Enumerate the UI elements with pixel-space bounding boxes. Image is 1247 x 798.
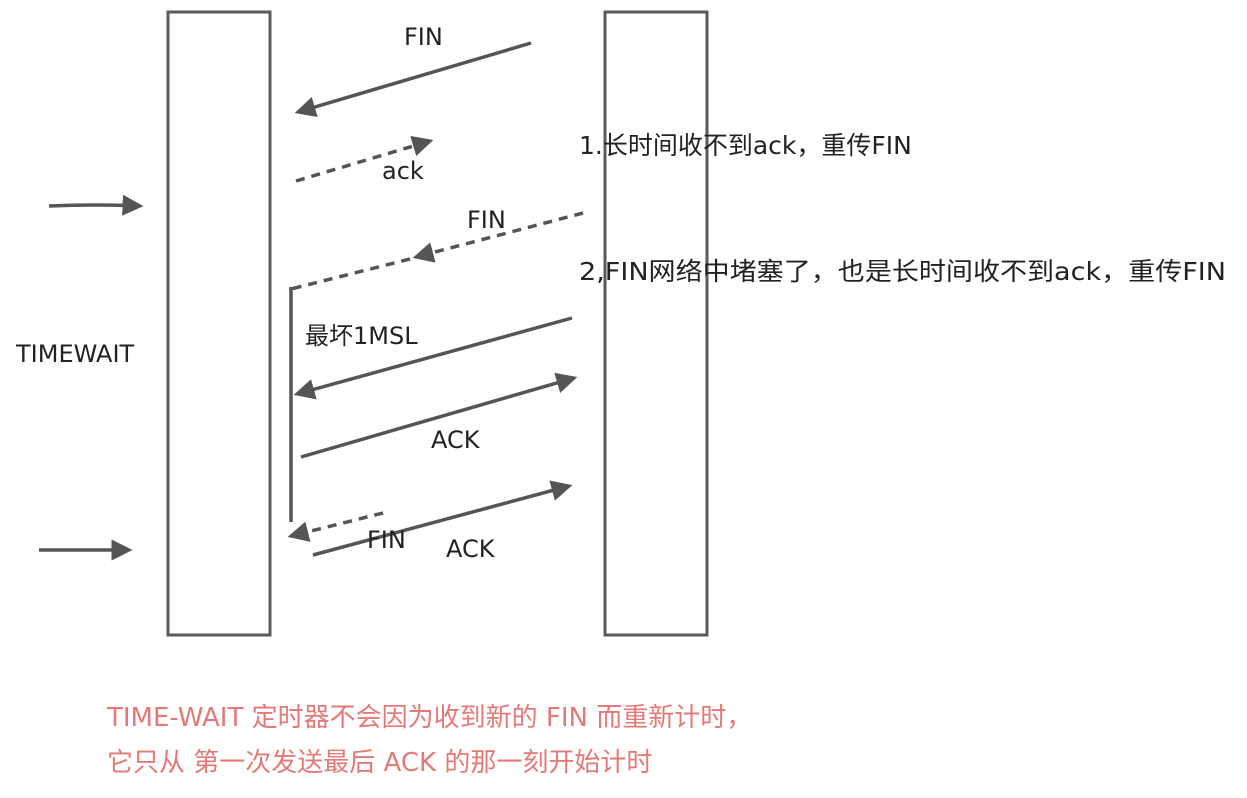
note-retransmit-1: 1.长时间收不到ack，重传FIN	[579, 131, 912, 160]
left-host-bar	[166, 10, 272, 637]
footer-note-line-1: TIME-WAIT 定时器不会因为收到新的 FIN 而重新计时，	[107, 703, 753, 733]
line-fin-dashed-extension	[290, 257, 411, 291]
arrow-ack-mid	[300, 372, 578, 459]
label-ack-bottom: ACK	[446, 535, 496, 563]
label-ack-mid: ACK	[431, 426, 481, 454]
label-fin-dashed: FIN	[467, 206, 506, 234]
arrow-fin-top	[294, 41, 532, 118]
arrow-left-top	[48, 194, 144, 216]
label-fin-top: FIN	[404, 23, 443, 51]
label-worst-msl: 最坏1MSL	[305, 322, 418, 350]
right-host-bar	[603, 10, 709, 637]
footer-note-line-2: 它只从 第一次发送最后 ACK 的那一刻开始计时	[107, 748, 653, 778]
arrow-ack-bottom	[312, 480, 573, 557]
note-retransmit-2: 2,FIN网络中堵塞了，也是长时间收不到ack，重传FIN	[579, 257, 1226, 286]
label-ack-small: ack	[382, 157, 424, 185]
arrow-fin-retransmit	[293, 316, 573, 400]
arrow-fin-dashed	[412, 211, 584, 263]
arrow-ack-dashed	[295, 135, 434, 183]
label-fin-bottom: FIN	[367, 526, 406, 554]
label-timewait: TIMEWAIT	[15, 340, 135, 368]
